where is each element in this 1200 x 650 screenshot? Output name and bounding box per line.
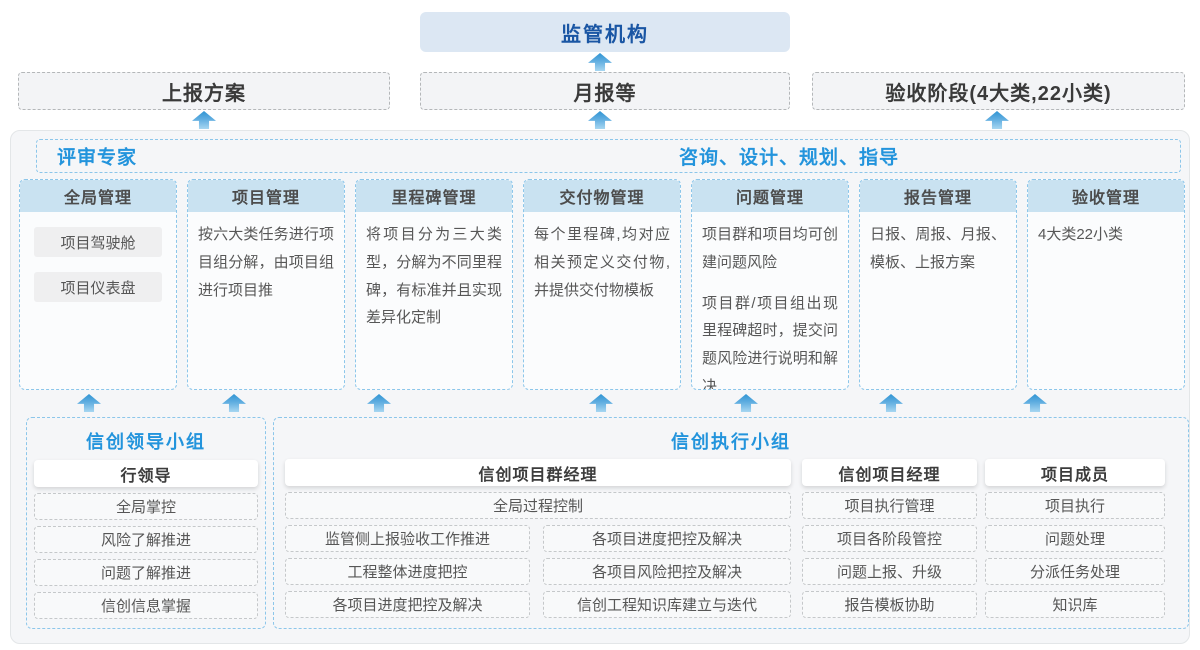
leadership-group-title: 信创领导小组 bbox=[86, 432, 206, 452]
member-item: 项目执行 bbox=[985, 492, 1165, 519]
up-arrow-icon bbox=[588, 111, 612, 129]
program-manager-item: 全局过程控制 bbox=[285, 492, 791, 519]
column-description: 4大类22小类 bbox=[1038, 226, 1124, 243]
global-pill-dashboard: 项目仪表盘 bbox=[34, 272, 162, 302]
up-arrow-icon bbox=[77, 394, 101, 412]
column-description: 每个里程碑,均对应相关预定义交付物,并提供交付物模板 bbox=[534, 226, 670, 299]
program-manager-item: 信创工程知识库建立与迭代 bbox=[543, 591, 791, 618]
experts-label: 评审专家 bbox=[57, 147, 138, 169]
up-arrow-icon bbox=[588, 53, 612, 71]
program-manager-item: 工程整体进度把控 bbox=[285, 558, 530, 585]
project-manager-item: 项目各阶段管控 bbox=[802, 525, 977, 552]
role-program-manager: 信创项目群经理 bbox=[285, 459, 791, 486]
up-arrow-icon bbox=[367, 394, 391, 412]
member-item: 问题处理 bbox=[985, 525, 1165, 552]
monthly-report-box: 月报等 bbox=[420, 72, 790, 110]
acceptance-stage-label: 验收阶段(4大类,22小类) bbox=[885, 82, 1112, 105]
project-manager-item: 项目执行管理 bbox=[802, 492, 977, 519]
column-project-management: 项目管理 按六大类任务进行项目组分解，由项目组进行项目推 bbox=[187, 179, 345, 390]
leadership-item: 信创信息掌握 bbox=[34, 592, 258, 619]
project-manager-item: 问题上报、升级 bbox=[802, 558, 977, 585]
member-item: 分派任务处理 bbox=[985, 558, 1165, 585]
role-project-manager: 信创项目经理 bbox=[802, 459, 977, 486]
program-manager-item: 各项目进度把控及解决 bbox=[543, 525, 791, 552]
up-arrow-icon bbox=[985, 111, 1009, 129]
column-header: 报告管理 bbox=[860, 180, 1016, 212]
report-plan-box: 上报方案 bbox=[18, 72, 390, 110]
up-arrow-icon bbox=[589, 394, 613, 412]
column-description: 按六大类任务进行项目组分解，由项目组进行项目推 bbox=[198, 226, 334, 299]
experts-consulting-bar: 评审专家 咨询、设计、规划、指导 bbox=[36, 139, 1181, 173]
column-description: 将项目分为三大类型，分解为不同里程碑，有标准并且实现差异化定制 bbox=[366, 226, 502, 327]
acceptance-stage-box: 验收阶段(4大类,22小类) bbox=[812, 72, 1185, 110]
column-description: 日报、周报、月报、模板、上报方案 bbox=[870, 226, 1006, 271]
column-header: 交付物管理 bbox=[524, 180, 680, 212]
execution-group-box: 信创执行小组 信创项目群经理 全局过程控制 监管侧上报验收工作推进 各项目进度把… bbox=[273, 417, 1189, 629]
member-item: 知识库 bbox=[985, 591, 1165, 618]
column-issue-management: 问题管理 项目群和项目均可创建问题风险 项目群/项目组出现里程碑超时，提交问题风… bbox=[691, 179, 849, 390]
role-member: 项目成员 bbox=[985, 459, 1165, 486]
project-manager-section: 信创项目经理 项目执行管理 项目各阶段管控 问题上报、升级 报告模板协助 bbox=[802, 459, 977, 618]
regulator-label: 监管机构 bbox=[561, 23, 649, 46]
monthly-report-label: 月报等 bbox=[573, 82, 637, 105]
leadership-group-box: 信创领导小组 行领导 全局掌控 风险了解推进 问题了解推进 信创信息掌握 bbox=[26, 417, 266, 629]
up-arrow-icon bbox=[192, 111, 216, 129]
up-arrow-icon bbox=[1023, 394, 1047, 412]
leadership-item: 问题了解推进 bbox=[34, 559, 258, 586]
execution-group-title: 信创执行小组 bbox=[671, 432, 791, 452]
program-manager-item: 监管侧上报验收工作推进 bbox=[285, 525, 530, 552]
program-manager-item: 各项目进度把控及解决 bbox=[285, 591, 530, 618]
global-pill-cockpit: 项目驾驶舱 bbox=[34, 227, 162, 257]
role-bank-leader: 行领导 bbox=[34, 460, 258, 487]
up-arrow-icon bbox=[879, 394, 903, 412]
leadership-item: 风险了解推进 bbox=[34, 526, 258, 553]
regulator-box: 监管机构 bbox=[420, 12, 790, 52]
column-acceptance-management: 验收管理 4大类22小类 bbox=[1027, 179, 1185, 390]
consulting-label: 咨询、设计、规划、指导 bbox=[679, 147, 900, 169]
issue-paragraph-1: 项目群和项目均可创建问题风险 bbox=[702, 226, 838, 271]
report-plan-label: 上报方案 bbox=[162, 82, 246, 105]
program-manager-section: 信创项目群经理 全局过程控制 监管侧上报验收工作推进 各项目进度把控及解决 工程… bbox=[285, 459, 791, 618]
up-arrow-icon bbox=[734, 394, 758, 412]
management-panel: 评审专家 咨询、设计、规划、指导 全局管理 项目驾驶舱 项目仪表盘 项目管理 按… bbox=[10, 130, 1190, 644]
column-header: 验收管理 bbox=[1028, 180, 1184, 212]
column-header: 项目管理 bbox=[188, 180, 344, 212]
column-global-management: 全局管理 项目驾驶舱 项目仪表盘 bbox=[19, 179, 177, 390]
program-manager-item: 各项目风险把控及解决 bbox=[543, 558, 791, 585]
column-header: 里程碑管理 bbox=[356, 180, 512, 212]
project-manager-item: 报告模板协助 bbox=[802, 591, 977, 618]
up-arrow-icon bbox=[222, 394, 246, 412]
issue-paragraph-2: 项目群/项目组出现里程碑超时，提交问题风险进行说明和解决 bbox=[702, 294, 838, 390]
column-header: 全局管理 bbox=[20, 180, 176, 212]
column-header: 问题管理 bbox=[692, 180, 848, 212]
column-deliverable-management: 交付物管理 每个里程碑,均对应相关预定义交付物,并提供交付物模板 bbox=[523, 179, 681, 390]
column-milestone-management: 里程碑管理 将项目分为三大类型，分解为不同里程碑，有标准并且实现差异化定制 bbox=[355, 179, 513, 390]
member-section: 项目成员 项目执行 问题处理 分派任务处理 知识库 bbox=[985, 459, 1165, 618]
leadership-item: 全局掌控 bbox=[34, 493, 258, 520]
column-report-management: 报告管理 日报、周报、月报、模板、上报方案 bbox=[859, 179, 1017, 390]
column-description: 项目群和项目均可创建问题风险 项目群/项目组出现里程碑超时，提交问题风险进行说明… bbox=[692, 212, 848, 390]
